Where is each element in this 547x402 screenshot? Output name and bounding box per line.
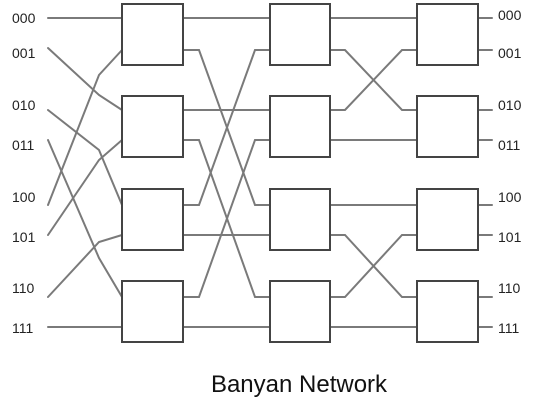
switch-stage1-1 bbox=[121, 3, 184, 66]
output-label-111: 111 bbox=[498, 320, 519, 336]
output-label-101: 101 bbox=[498, 229, 522, 245]
input-labels: 000 001 010 011 100 101 110 111 bbox=[12, 10, 36, 336]
switch-stage1-2 bbox=[121, 95, 184, 158]
input-label-100: 100 bbox=[12, 189, 36, 205]
wire-in-110 bbox=[47, 234, 123, 298]
switch-layer bbox=[121, 3, 479, 343]
input-label-010: 010 bbox=[12, 97, 36, 113]
switch-stage2-2 bbox=[269, 95, 331, 158]
switch-stage3-2 bbox=[416, 95, 479, 158]
output-label-011: 011 bbox=[498, 137, 521, 153]
switch-stage2-1 bbox=[269, 3, 331, 66]
output-label-001: 001 bbox=[498, 45, 522, 61]
switch-stage1-4 bbox=[121, 280, 184, 343]
output-label-010: 010 bbox=[498, 97, 522, 113]
input-label-011: 011 bbox=[12, 137, 35, 153]
wire-in-101 bbox=[47, 139, 123, 236]
output-label-000: 000 bbox=[498, 7, 522, 23]
wire-in-010 bbox=[47, 109, 123, 206]
wire-in-001 bbox=[47, 47, 123, 111]
wire-s2-s3-3 bbox=[329, 49, 418, 111]
output-labels: 000 001 010 011 100 101 110 111 bbox=[498, 7, 522, 336]
diagram-title: Banyan Network bbox=[211, 371, 388, 398]
switch-stage2-3 bbox=[269, 188, 331, 251]
output-label-100: 100 bbox=[498, 189, 522, 205]
input-label-110: 110 bbox=[12, 280, 35, 296]
output-label-110: 110 bbox=[498, 280, 521, 296]
wire-in-100 bbox=[47, 49, 123, 206]
switch-stage1-3 bbox=[121, 188, 184, 251]
wire-in-011 bbox=[47, 139, 123, 298]
wire-s1-s2-7 bbox=[182, 139, 271, 298]
switch-stage3-3 bbox=[416, 188, 479, 251]
input-label-101: 101 bbox=[12, 229, 36, 245]
input-label-000: 000 bbox=[12, 10, 36, 26]
input-label-111: 111 bbox=[12, 320, 33, 336]
switch-stage3-1 bbox=[416, 3, 479, 66]
switch-stage2-4 bbox=[269, 280, 331, 343]
wire-s1-s2-5 bbox=[182, 49, 271, 206]
wire-s2-s3-7 bbox=[329, 234, 418, 298]
wire-layer bbox=[47, 17, 493, 328]
input-label-001: 001 bbox=[12, 45, 36, 61]
switch-stage3-4 bbox=[416, 280, 479, 343]
